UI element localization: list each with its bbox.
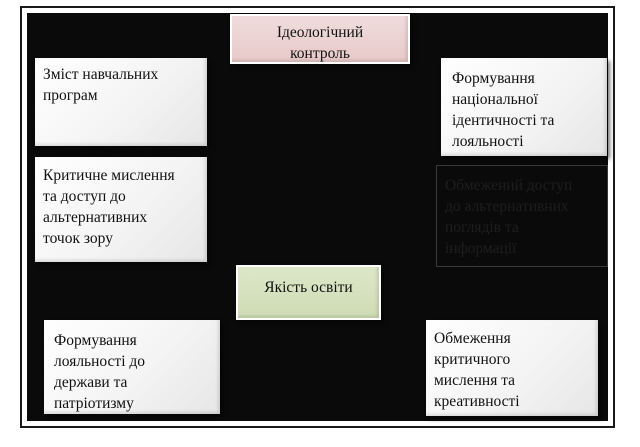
limited-access-line-2: до альтернативних xyxy=(445,198,569,215)
loyalty-line-1: Формування xyxy=(54,332,137,349)
limited-critical-line-1: Обмеження xyxy=(434,330,511,347)
identity-line-4: лояльності xyxy=(452,133,524,150)
critical-thinking-line-1: Критичне мислення xyxy=(43,167,175,184)
education-quality-label: Якість освіти xyxy=(264,279,353,296)
critical-thinking-line-4: точок зору xyxy=(43,230,113,247)
critical-thinking-box: Критичне мислення та доступ до альтернат… xyxy=(35,157,207,262)
loyalty-line-4: патріотизму xyxy=(54,395,134,412)
limited-access-box: Обмежений доступ до альтернативних погля… xyxy=(436,165,608,267)
identity-line-2: національної xyxy=(452,91,538,108)
limited-access-line-4: інформації xyxy=(445,240,517,257)
limited-critical-line-3: мислення та xyxy=(434,372,516,389)
loyalty-line-2: лояльності до xyxy=(54,353,146,370)
critical-thinking-line-2: та доступ до xyxy=(43,188,126,205)
limited-critical-line-4: креативності xyxy=(434,393,520,410)
loyalty-patriotism-box: Формування лояльності до держави та патр… xyxy=(44,320,220,414)
education-quality-box: Якість освіти xyxy=(236,265,381,320)
ideological-control-line-1: Ідеологічний xyxy=(276,24,364,41)
ideological-control-box: Ідеологічний контроль xyxy=(230,14,410,64)
national-identity-box: Формування національної ідентичності та … xyxy=(441,58,607,156)
curriculum-box: Зміст навчальних програм xyxy=(35,58,207,146)
limited-critical-thinking-box: Обмеження критичного мислення та креатив… xyxy=(426,320,598,416)
limited-critical-line-2: критичного xyxy=(434,351,511,368)
critical-thinking-line-3: альтернативних xyxy=(43,209,148,226)
identity-line-1: Формування xyxy=(452,70,535,87)
limited-access-line-1: Обмежений доступ xyxy=(445,177,573,194)
curriculum-line-2: програм xyxy=(43,87,98,104)
loyalty-line-3: держави та xyxy=(54,374,128,391)
curriculum-line-1: Зміст навчальних xyxy=(43,66,159,83)
identity-line-3: ідентичності та xyxy=(452,112,555,129)
ideological-control-line-2: контроль xyxy=(290,45,350,62)
limited-access-line-3: поглядів та xyxy=(445,219,519,236)
